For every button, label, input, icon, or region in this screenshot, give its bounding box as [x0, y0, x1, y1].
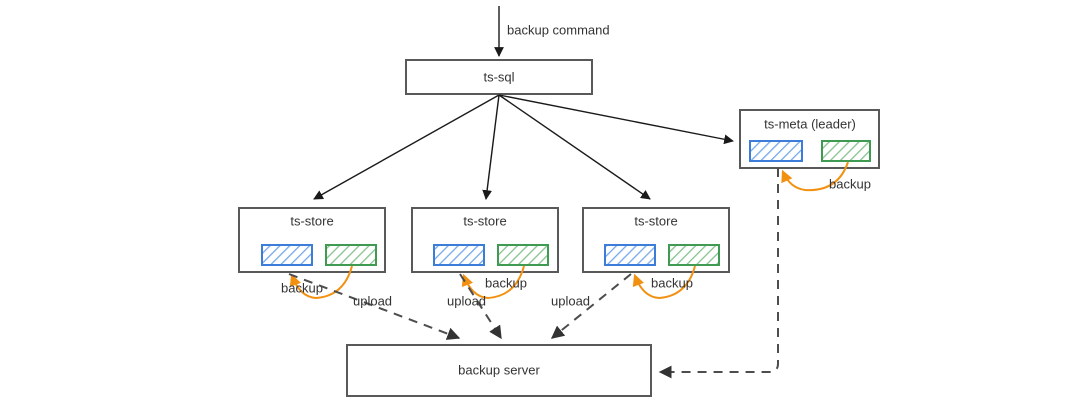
edge-label-backup-ts-store-3: backup — [651, 275, 693, 290]
edge-label-upload-1: upload — [353, 293, 392, 308]
node-backup-server-label: backup server — [458, 362, 540, 377]
ts-store-3-shard-blue — [604, 244, 656, 266]
edge-backup-ts-store-3 — [632, 265, 696, 300]
node-ts-store-2-label: ts-store — [463, 213, 506, 228]
node-ts-store-1-label: ts-store — [290, 213, 333, 228]
edge-label-backup-ts-store-1: backup — [281, 280, 323, 295]
node-ts-sql[interactable]: ts-sql — [405, 59, 593, 95]
node-ts-store-3-label: ts-store — [634, 213, 677, 228]
ts-store-2-shard-blue — [433, 244, 485, 266]
node-ts-meta-label: ts-meta (leader) — [764, 116, 856, 131]
node-ts-store-2[interactable]: ts-store — [411, 207, 559, 273]
edge-ts-sql-to-ts-store-3 — [498, 94, 651, 200]
ts-store-1-shard-green — [325, 244, 377, 266]
node-ts-meta[interactable]: ts-meta (leader) — [739, 109, 880, 169]
edge-ts-meta-to-backup-server — [658, 168, 779, 379]
ts-store-2-shard-green — [497, 244, 549, 266]
edge-label-upload-2: upload — [447, 293, 486, 308]
node-backup-server-box — [346, 344, 652, 397]
ts-store-1-shard-blue — [261, 244, 313, 266]
edge-label-backup-ts-meta: backup — [829, 176, 871, 191]
edge-backup-ts-meta — [781, 161, 849, 192]
edge-backup-ts-store-1 — [289, 265, 353, 300]
ts-store-3-shard-green — [668, 244, 720, 266]
edge-label-backup-command: backup command — [507, 22, 610, 37]
edge-label-backup-ts-store-2: backup — [485, 275, 527, 290]
ts-meta-shard-blue — [749, 140, 803, 162]
edge-upload-ts-store-1 — [288, 273, 461, 340]
edge-ts-sql-to-ts-store-2 — [482, 94, 500, 200]
edge-backup-ts-store-2 — [461, 265, 525, 300]
node-ts-sql-label: ts-sql — [483, 69, 514, 84]
edge-upload-ts-store-3 — [550, 273, 632, 339]
ts-meta-shard-green — [821, 140, 871, 162]
node-ts-sql-box — [405, 59, 593, 95]
edge-ts-sql-to-ts-meta — [498, 94, 734, 145]
edge-upload-ts-store-2 — [459, 273, 502, 340]
node-ts-store-1[interactable]: ts-store — [238, 207, 386, 273]
node-backup-server[interactable]: backup server — [346, 344, 652, 397]
edge-label-upload-3: upload — [551, 293, 590, 308]
edge-ts-sql-to-ts-store-1 — [313, 94, 500, 200]
node-ts-store-3[interactable]: ts-store — [582, 207, 730, 273]
